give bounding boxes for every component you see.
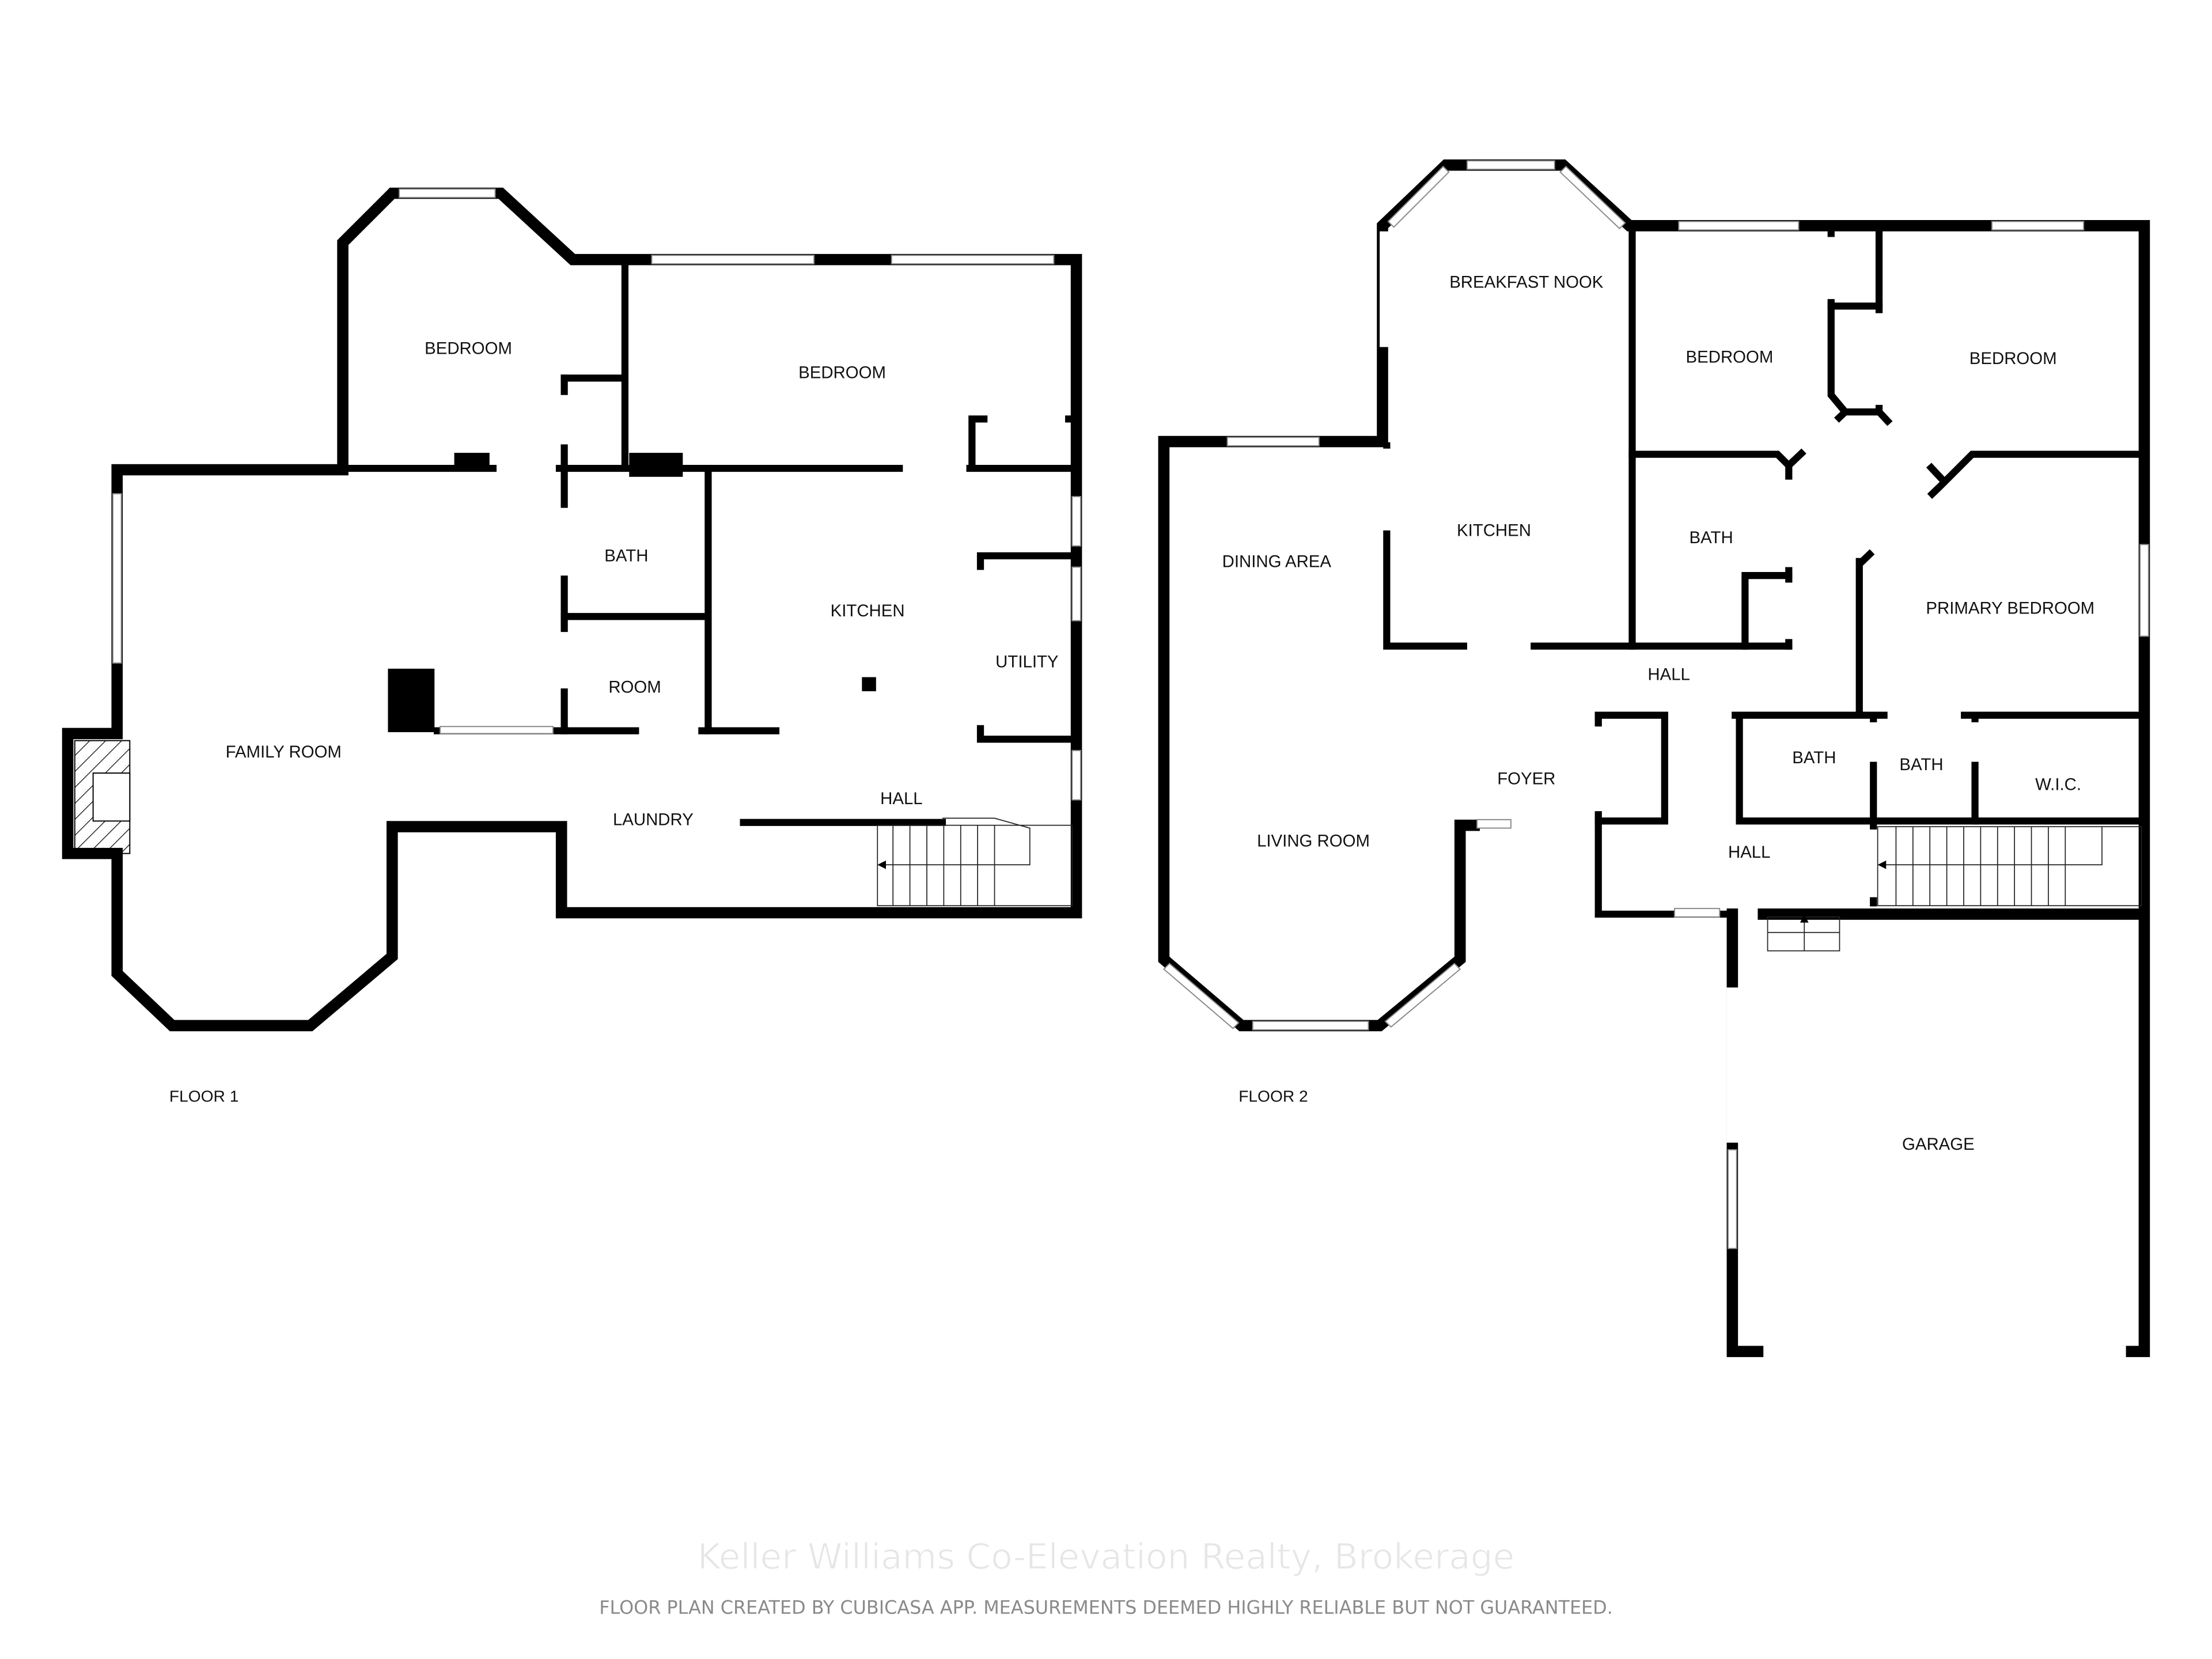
brokerage-watermark: Keller Williams Co-Elevation Realty, Bro… — [698, 1536, 1515, 1577]
room-label-bedroom: BEDROOM — [1969, 349, 2057, 368]
door-opening — [987, 413, 1065, 426]
disclaimer-text: FLOOR PLAN CREATED BY CUBICASA APP. MEAS… — [599, 1597, 1613, 1619]
room-label-dining-area: DINING AREA — [1222, 552, 1332, 571]
room-label-wic: W.I.C. — [2035, 775, 2081, 794]
room-label-primary-bedroom: PRIMARY BEDROOM — [1926, 599, 2094, 618]
door-opening — [903, 463, 967, 476]
floor-1-label: FLOOR 1 — [169, 1088, 238, 1105]
column-block — [454, 453, 490, 470]
interior-wall — [1857, 450, 2145, 567]
room-label-kitchen: KITCHEN — [831, 601, 905, 620]
windows — [1162, 160, 2149, 1249]
room-label-bedroom: BEDROOM — [1686, 347, 1774, 366]
room-label-breakfast-nook: BREAKFAST NOOK — [1449, 273, 1604, 292]
interior-wall — [1736, 711, 2145, 825]
column-block — [629, 453, 683, 477]
floor-2-exterior-wall — [1158, 159, 2150, 1357]
interior-wall — [1827, 225, 1883, 416]
room-label-bath: BATH — [1792, 748, 1836, 767]
windows — [112, 188, 1081, 801]
floor-1-plan: BEDROOM BEDROOM BATH KITCHEN UTILITY ROO… — [62, 187, 1082, 1105]
interior-wall — [1741, 572, 1793, 650]
door-opening — [558, 507, 571, 576]
room-label-laundry: LAUNDRY — [613, 810, 694, 830]
room-label-foyer: FOYER — [1497, 770, 1555, 789]
fireplace-hearth — [92, 772, 131, 822]
door-opening — [558, 395, 571, 445]
room-label-hall: HALL — [880, 789, 922, 808]
room-label-bath: BATH — [604, 547, 648, 566]
room-label-hall: HALL — [1728, 843, 1770, 862]
room-label-hall: HALL — [1647, 665, 1690, 684]
room-label-family-room: FAMILY ROOM — [226, 743, 342, 762]
room-label-bath: BATH — [1690, 528, 1733, 547]
floor-2-label: FLOOR 2 — [1238, 1088, 1308, 1105]
room-label-bath: BATH — [1899, 755, 1943, 774]
room-label-garage: GARAGE — [1902, 1135, 1975, 1154]
floor-2-plan: BREAKFAST NOOK BEDROOM BEDROOM KITCHEN B… — [1158, 159, 2150, 1357]
interior-wall — [1628, 450, 1793, 650]
interior-wall — [976, 552, 1076, 743]
room-label-bedroom: BEDROOM — [425, 339, 512, 358]
column-block — [388, 668, 435, 733]
floor-1-exterior-wall — [62, 187, 1082, 1032]
room-label-bedroom: BEDROOM — [798, 363, 886, 382]
door-opening — [639, 725, 699, 738]
room-label-utility: UTILITY — [995, 652, 1058, 671]
stairs-icon — [1877, 826, 2142, 907]
door-openings — [1380, 231, 2126, 1357]
kitchen-post — [862, 677, 876, 691]
room-label-room: ROOM — [608, 677, 661, 696]
entry-step-icon — [1767, 914, 1840, 952]
door-opening — [558, 632, 571, 689]
door-opening — [975, 570, 988, 725]
stairs-icon — [877, 817, 1073, 907]
door-opening — [497, 463, 556, 476]
room-label-living-room: LIVING ROOM — [1257, 831, 1370, 850]
interior-wall — [1594, 711, 1668, 825]
room-label-kitchen: KITCHEN — [1457, 521, 1531, 540]
interior-wall — [704, 469, 780, 734]
